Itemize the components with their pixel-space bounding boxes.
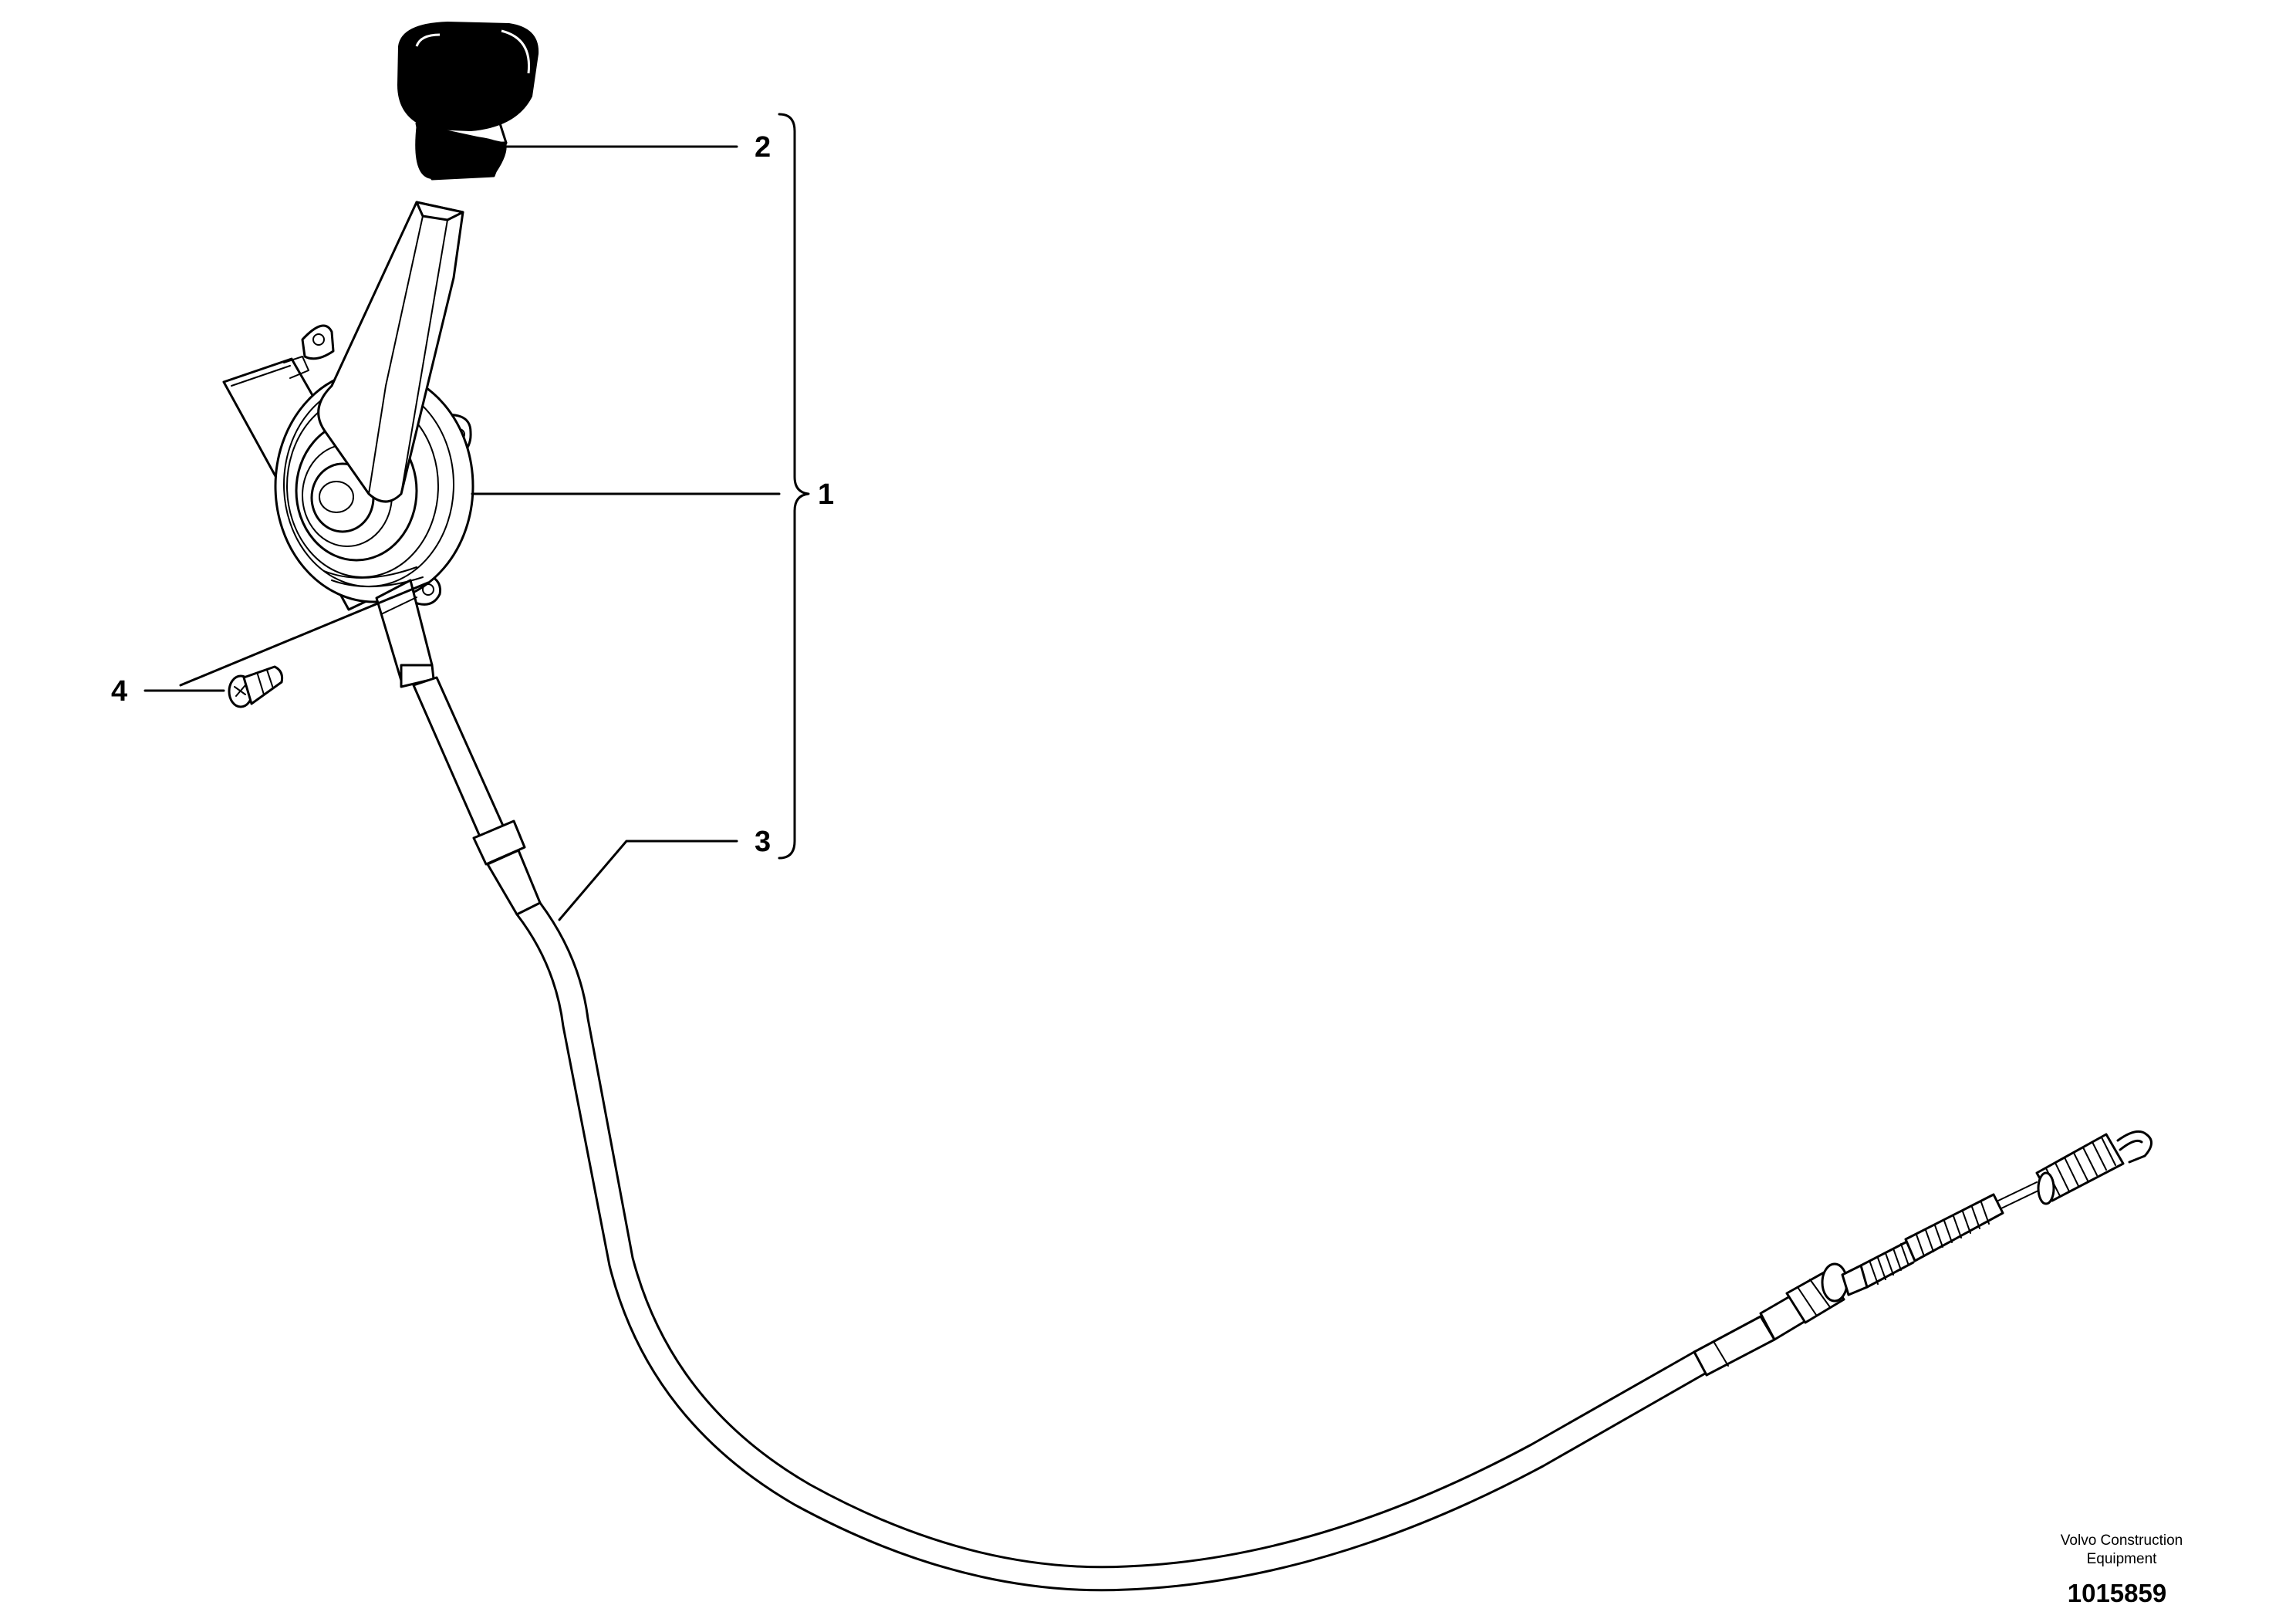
control-cable — [412, 676, 2152, 1592]
leader-line-3 — [558, 840, 738, 921]
leader-lines — [144, 113, 810, 921]
brand-line-2: Equipment — [2087, 1551, 2158, 1567]
knob-part — [397, 22, 539, 181]
callout-3: 3 — [755, 826, 771, 858]
leader-line-4-screw — [179, 581, 430, 687]
figure-number: 1015859 — [2068, 1579, 2166, 1607]
screw-part — [228, 665, 284, 708]
callout-2: 2 — [755, 131, 771, 164]
control-lever-unit — [222, 201, 474, 688]
assembly-bracket — [778, 113, 810, 860]
callout-4: 4 — [111, 675, 127, 708]
brand-line-1: Volvo Construction — [2061, 1532, 2183, 1549]
callout-1: 1 — [818, 478, 834, 511]
